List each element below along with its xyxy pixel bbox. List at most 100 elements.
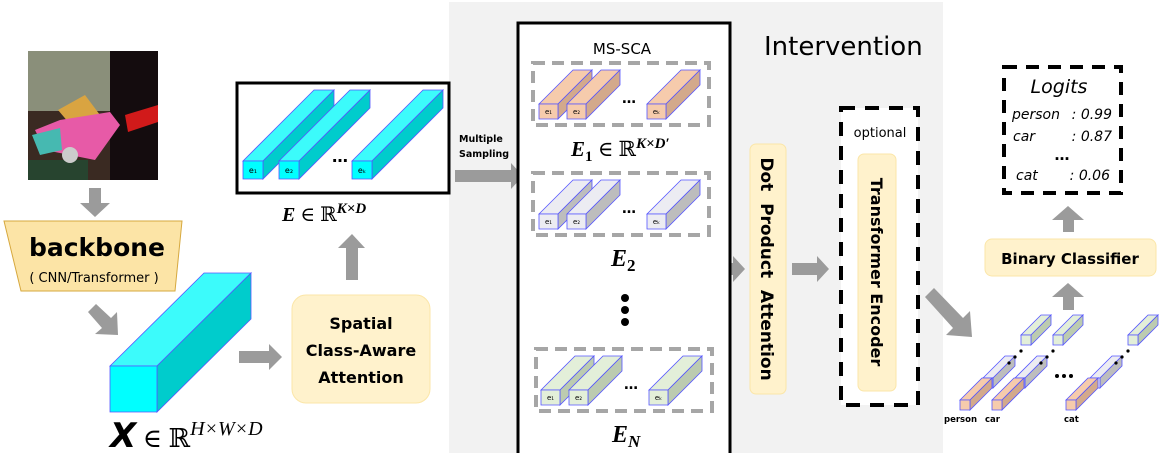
sample-cuboid: e₁	[540, 355, 595, 406]
sample-group-1	[531, 61, 711, 127]
input-image	[28, 51, 158, 180]
optional-label: optional	[854, 126, 907, 141]
logit-class-cat: cat	[1016, 168, 1038, 184]
class-token-cuboid	[991, 377, 1025, 411]
token-label-cat: cat	[1064, 415, 1079, 425]
arrow-features-to-attention	[239, 344, 282, 370]
feature-map-cuboid	[109, 272, 252, 413]
class-token-cuboid-face	[991, 399, 1003, 411]
backbone-title: backbone	[29, 233, 165, 262]
embedding-cuboid: e₂	[278, 89, 371, 180]
sample-cuboid-face	[646, 213, 667, 230]
transformer-encoder-label: Transformer Encoder	[867, 178, 886, 367]
dot-product-attention-block	[749, 143, 787, 395]
class-token-cuboid	[1052, 314, 1084, 346]
attention-line-1: Spatial	[329, 314, 392, 333]
binary-classifier-block	[984, 238, 1157, 277]
arrow-image-to-backbone	[80, 188, 110, 217]
sample-cuboid-label: e₁	[545, 108, 552, 116]
feature-map-cuboid-body	[109, 272, 252, 413]
sample-cuboid-face	[538, 103, 559, 120]
group-1-label: E1 ∈ ℝK×D′	[570, 136, 670, 165]
class-token-cuboid-face	[1127, 334, 1139, 346]
binary-classifier-label: Binary Classifier	[1001, 250, 1139, 268]
token-label-car: car	[985, 415, 1001, 425]
class-token-cuboid-face	[1065, 399, 1077, 411]
sample-cuboid-face	[538, 213, 559, 230]
logits-title: Logits	[1031, 76, 1088, 98]
sample-cuboid: eₖ	[648, 355, 703, 406]
sample-cuboid-face	[566, 213, 587, 230]
logit-score-car: : 0.87	[1072, 129, 1112, 145]
arrow-transformer-to-tokens	[925, 288, 972, 337]
sample-cuboid: e₁	[538, 69, 593, 120]
multiple-sampling-label-2: Sampling	[459, 149, 509, 160]
arrow-attention-to-embeddings	[338, 234, 365, 280]
sample-cuboid-label: e₂	[573, 218, 580, 226]
group-2-label: E2	[610, 246, 636, 275]
logit-score-cat: : 0.06	[1070, 168, 1110, 184]
embedding-cuboid-face	[351, 160, 373, 180]
group-1-ellipsis: …	[622, 91, 636, 107]
sample-cuboid: e₂	[566, 179, 621, 230]
sample-cuboid-face	[566, 103, 587, 120]
logits-box	[1002, 65, 1123, 195]
embedding-cuboid-label: eₖ	[358, 166, 366, 175]
sample-cuboid-label: e₂	[575, 394, 582, 402]
attention-line-3: Attention	[318, 368, 403, 387]
sample-cuboid: e₂	[568, 355, 623, 406]
group-2-ellipsis: …	[622, 201, 636, 217]
arrow-multiple-sampling	[455, 163, 523, 189]
arrow-tokens-to-classifier	[1052, 283, 1084, 310]
multiple-sampling-label-1: Multiple	[459, 134, 503, 145]
sample-cuboid-label: eₖ	[653, 108, 660, 116]
logits-ellipsis: …	[1055, 146, 1070, 164]
class-token-cuboids	[959, 314, 1159, 411]
backbone-block: backbone ( CNN/Transformer )	[3, 220, 183, 292]
sample-cuboid-face	[568, 389, 589, 406]
feature-map-cuboid-body-face	[109, 365, 158, 413]
embedding-cuboid-face	[242, 160, 264, 180]
sample-cuboid-label: e₂	[573, 108, 580, 116]
vertical-ellipsis	[621, 294, 629, 326]
sample-cuboid-label: e₁	[545, 218, 552, 226]
sample-cuboid: eₖ	[646, 179, 701, 230]
group-n-label: EN	[611, 422, 641, 451]
logit-class-car: car	[1013, 129, 1036, 145]
arrow-classifier-to-logits	[1052, 206, 1084, 232]
spatial-class-aware-attention-block: Spatial Class-Aware Attention	[291, 294, 431, 404]
arrow-dot-product-to-transformer	[792, 256, 829, 282]
embedding-cuboid: eₖ	[351, 89, 444, 180]
class-token-cuboid	[1020, 314, 1052, 346]
transformer-encoder-block	[857, 153, 897, 392]
sample-cuboid-label: e₁	[547, 394, 554, 402]
class-token-cuboid-face	[1020, 334, 1032, 346]
dot-product-attention-label: Dot Product Attention	[756, 157, 776, 380]
feature-map-label: X ∈ ℝH×W×D	[108, 416, 263, 453]
sample-cuboid-label: eₖ	[655, 394, 662, 402]
sample-group-2	[531, 171, 711, 237]
sample-cuboids: e₁ e₂ eₖ e₁ e₂ eₖ e₁ e₂ eₖ	[538, 69, 703, 406]
sample-cuboid-face	[648, 389, 669, 406]
ms-sca-title: MS-SCA	[593, 40, 652, 58]
embeddings-ellipsis: …	[332, 147, 348, 166]
class-token-cuboid	[959, 377, 993, 411]
sample-cuboid-label: eₖ	[653, 218, 660, 226]
logit-class-person: person	[1011, 107, 1060, 123]
group-n-ellipsis: …	[624, 377, 638, 393]
embedding-cuboid-face	[278, 160, 300, 180]
sample-cuboid-face	[646, 103, 667, 120]
class-token-cuboid-face	[1052, 334, 1064, 346]
embedding-cuboid: e₁	[242, 89, 335, 180]
intervention-title: Intervention	[764, 32, 923, 62]
embedding-cuboid-label: e₁	[249, 166, 257, 175]
arrow-backbone-to-features	[88, 304, 118, 335]
class-token-cuboid	[1065, 377, 1099, 411]
attention-line-2: Class-Aware	[306, 341, 417, 360]
sample-cuboid: eₖ	[646, 69, 701, 120]
embeddings-label: E ∈ ℝK×D	[281, 201, 366, 226]
logit-score-person: : 0.99	[1072, 107, 1112, 123]
sample-cuboid: e₁	[538, 179, 593, 230]
